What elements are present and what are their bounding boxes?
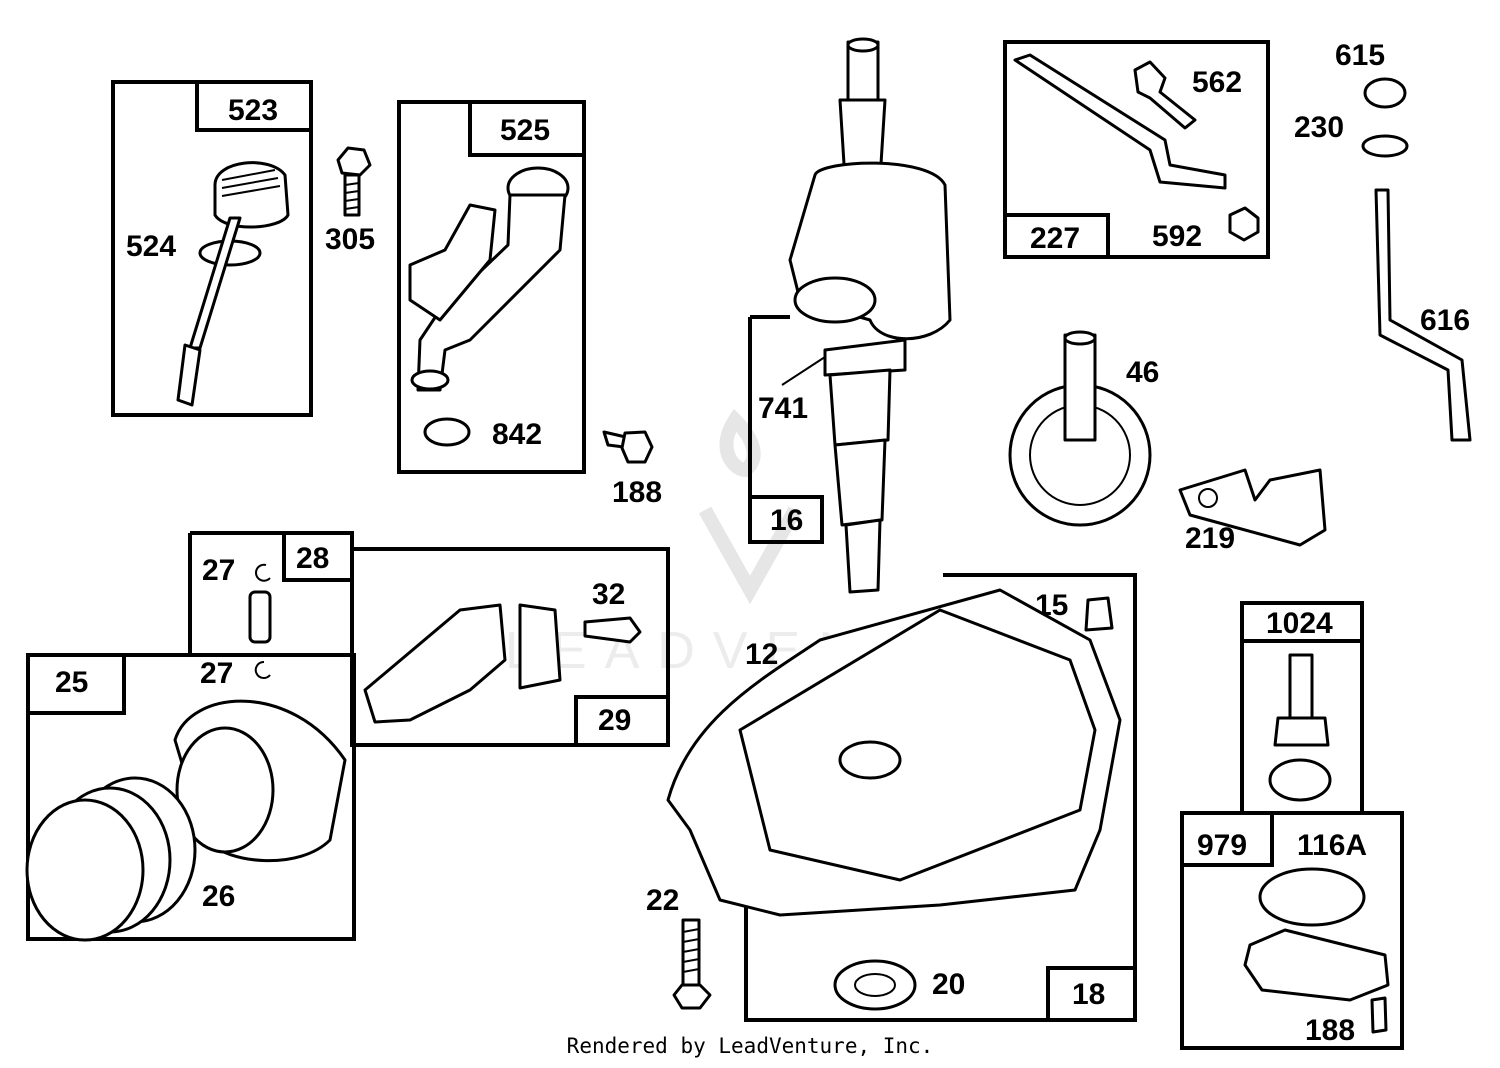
- part-label-227: 227: [1030, 222, 1080, 255]
- piston-pin: [248, 590, 272, 644]
- governor-shaft-group: 615 230 616: [1294, 39, 1472, 442]
- crankcase-sump-group: 18 15 12 20: [666, 573, 1137, 1022]
- rod-cap: [518, 603, 562, 690]
- oil-seal-20: [833, 959, 917, 1011]
- part-label-525: 525: [500, 114, 550, 147]
- bolt-188-top: 188: [602, 430, 662, 509]
- oil-fill-tube-group: 525 842: [397, 100, 586, 474]
- camshaft-46: 46: [1008, 330, 1159, 527]
- ring-3: [25, 798, 145, 942]
- part-label-1024: 1024: [1266, 607, 1333, 640]
- plug-15: [1084, 596, 1114, 632]
- part-label-16: 16: [770, 504, 803, 537]
- part-label-592: 592: [1152, 220, 1202, 253]
- part-label-188-top: 188: [612, 476, 662, 509]
- part-label-842: 842: [492, 418, 542, 451]
- bolt-562: [1133, 60, 1197, 130]
- part-label-27-bottom: 27: [200, 657, 233, 690]
- part-label-28: 28: [296, 542, 329, 575]
- bolt-188-bottom: [1370, 996, 1388, 1034]
- part-label-32: 32: [592, 578, 625, 611]
- sump-boss: [838, 740, 902, 780]
- sump-gasket-face: [738, 608, 1097, 882]
- connecting-rod-group: 28 27 29 32: [188, 531, 670, 747]
- part-label-979: 979: [1197, 829, 1247, 862]
- pump-rotor: [1268, 758, 1332, 802]
- crankshaft-part: [788, 37, 952, 594]
- part-label-305: 305: [325, 223, 375, 256]
- part-label-523: 523: [228, 94, 278, 127]
- washer-615: [1363, 77, 1407, 109]
- washer-230: [1361, 134, 1409, 158]
- bolt-22: 22: [646, 884, 712, 1010]
- part-label-18: 18: [1072, 978, 1105, 1011]
- footer-credit: Rendered by LeadVenture, Inc.: [566, 1034, 934, 1058]
- part-label-25: 25: [55, 666, 88, 699]
- lever-part: [1013, 53, 1227, 190]
- pump-shaft: [1288, 653, 1314, 727]
- governor-shaft-616: [1374, 188, 1472, 442]
- part-label-219: 219: [1185, 522, 1235, 555]
- part-label-116A: 116A: [1297, 829, 1367, 862]
- part-label-46: 46: [1126, 356, 1159, 389]
- part-label-20: 20: [932, 968, 965, 1001]
- part-label-188-bottom: 188: [1305, 1014, 1355, 1047]
- part-label-22: 22: [646, 884, 679, 917]
- nut-592: [1228, 206, 1260, 242]
- part-label-615: 615: [1335, 39, 1385, 72]
- part-label-27-top: 27: [202, 554, 235, 587]
- part-label-616: 616: [1420, 304, 1470, 337]
- pump-gear: [1273, 716, 1330, 747]
- crankshaft-group: 16 741: [748, 37, 952, 594]
- fill-tube-part: [408, 166, 570, 392]
- bolt-32: [583, 616, 642, 644]
- part-label-29: 29: [598, 704, 631, 737]
- oring-842: [423, 417, 471, 447]
- part-label-524: 524: [126, 230, 176, 263]
- part-label-12: 12: [745, 638, 778, 671]
- piston-crown: [175, 726, 275, 854]
- governor-219: 219: [1178, 468, 1327, 555]
- oil-pump-group: 1024: [1240, 601, 1364, 815]
- pump-cover-979: [1243, 928, 1390, 1002]
- oring-116A: [1258, 867, 1366, 927]
- piston-group: 25 27 26: [25, 653, 356, 942]
- governor-lever-group: 227 562 592: [1003, 40, 1270, 259]
- part-label-26: 26: [202, 880, 235, 913]
- part-label-741: 741: [758, 392, 808, 425]
- part-label-562: 562: [1192, 66, 1242, 99]
- rod-part: [363, 603, 507, 724]
- dipstick-part: [176, 161, 290, 407]
- dipstick-group: 523 524: [111, 80, 313, 417]
- part-label-230: 230: [1294, 111, 1344, 144]
- pump-cover-group: 979 116A 188: [1180, 811, 1404, 1050]
- bolt-305: 305: [325, 146, 375, 256]
